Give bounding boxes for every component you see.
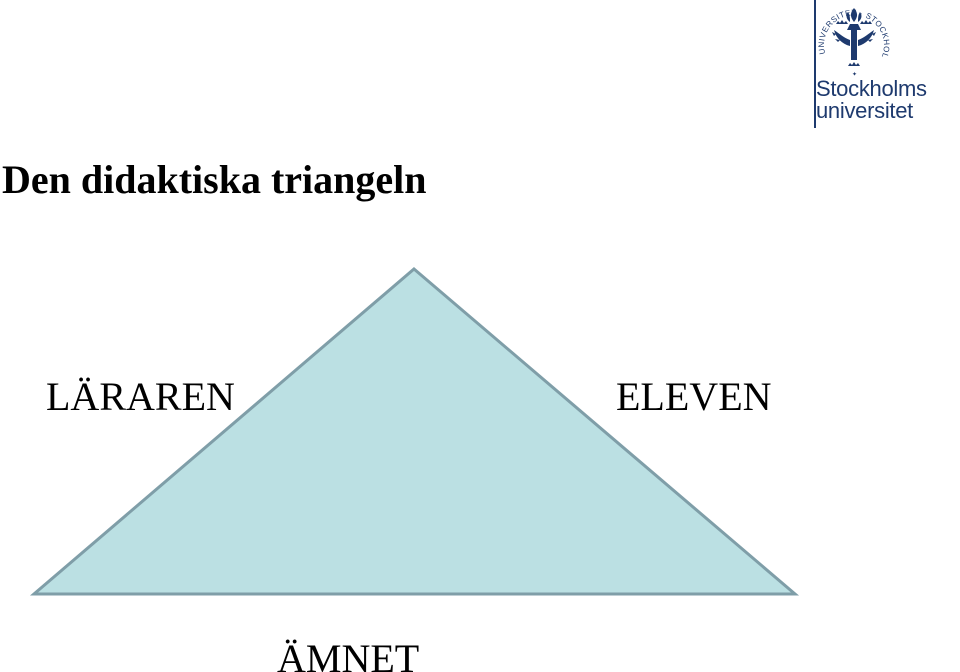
triangle-shape: [29, 267, 800, 596]
logo-wordmark-line1: Stockholms: [816, 76, 927, 101]
logo-divider: [814, 0, 816, 128]
svg-text:✦: ✦: [852, 71, 857, 78]
student-label: ELEVEN: [616, 374, 772, 419]
slide-title: Den didaktiska triangeln: [2, 157, 427, 202]
subject-label: ÄMNET: [277, 636, 420, 672]
teacher-label: LÄRAREN: [46, 374, 235, 419]
stockholm-university-logo: UNIVERSITET · STOCKHOLMS: [814, 0, 960, 128]
logo-wordmark-line2: universitet: [816, 98, 913, 123]
university-seal-icon: UNIVERSITET · STOCKHOLMS: [814, 0, 891, 78]
